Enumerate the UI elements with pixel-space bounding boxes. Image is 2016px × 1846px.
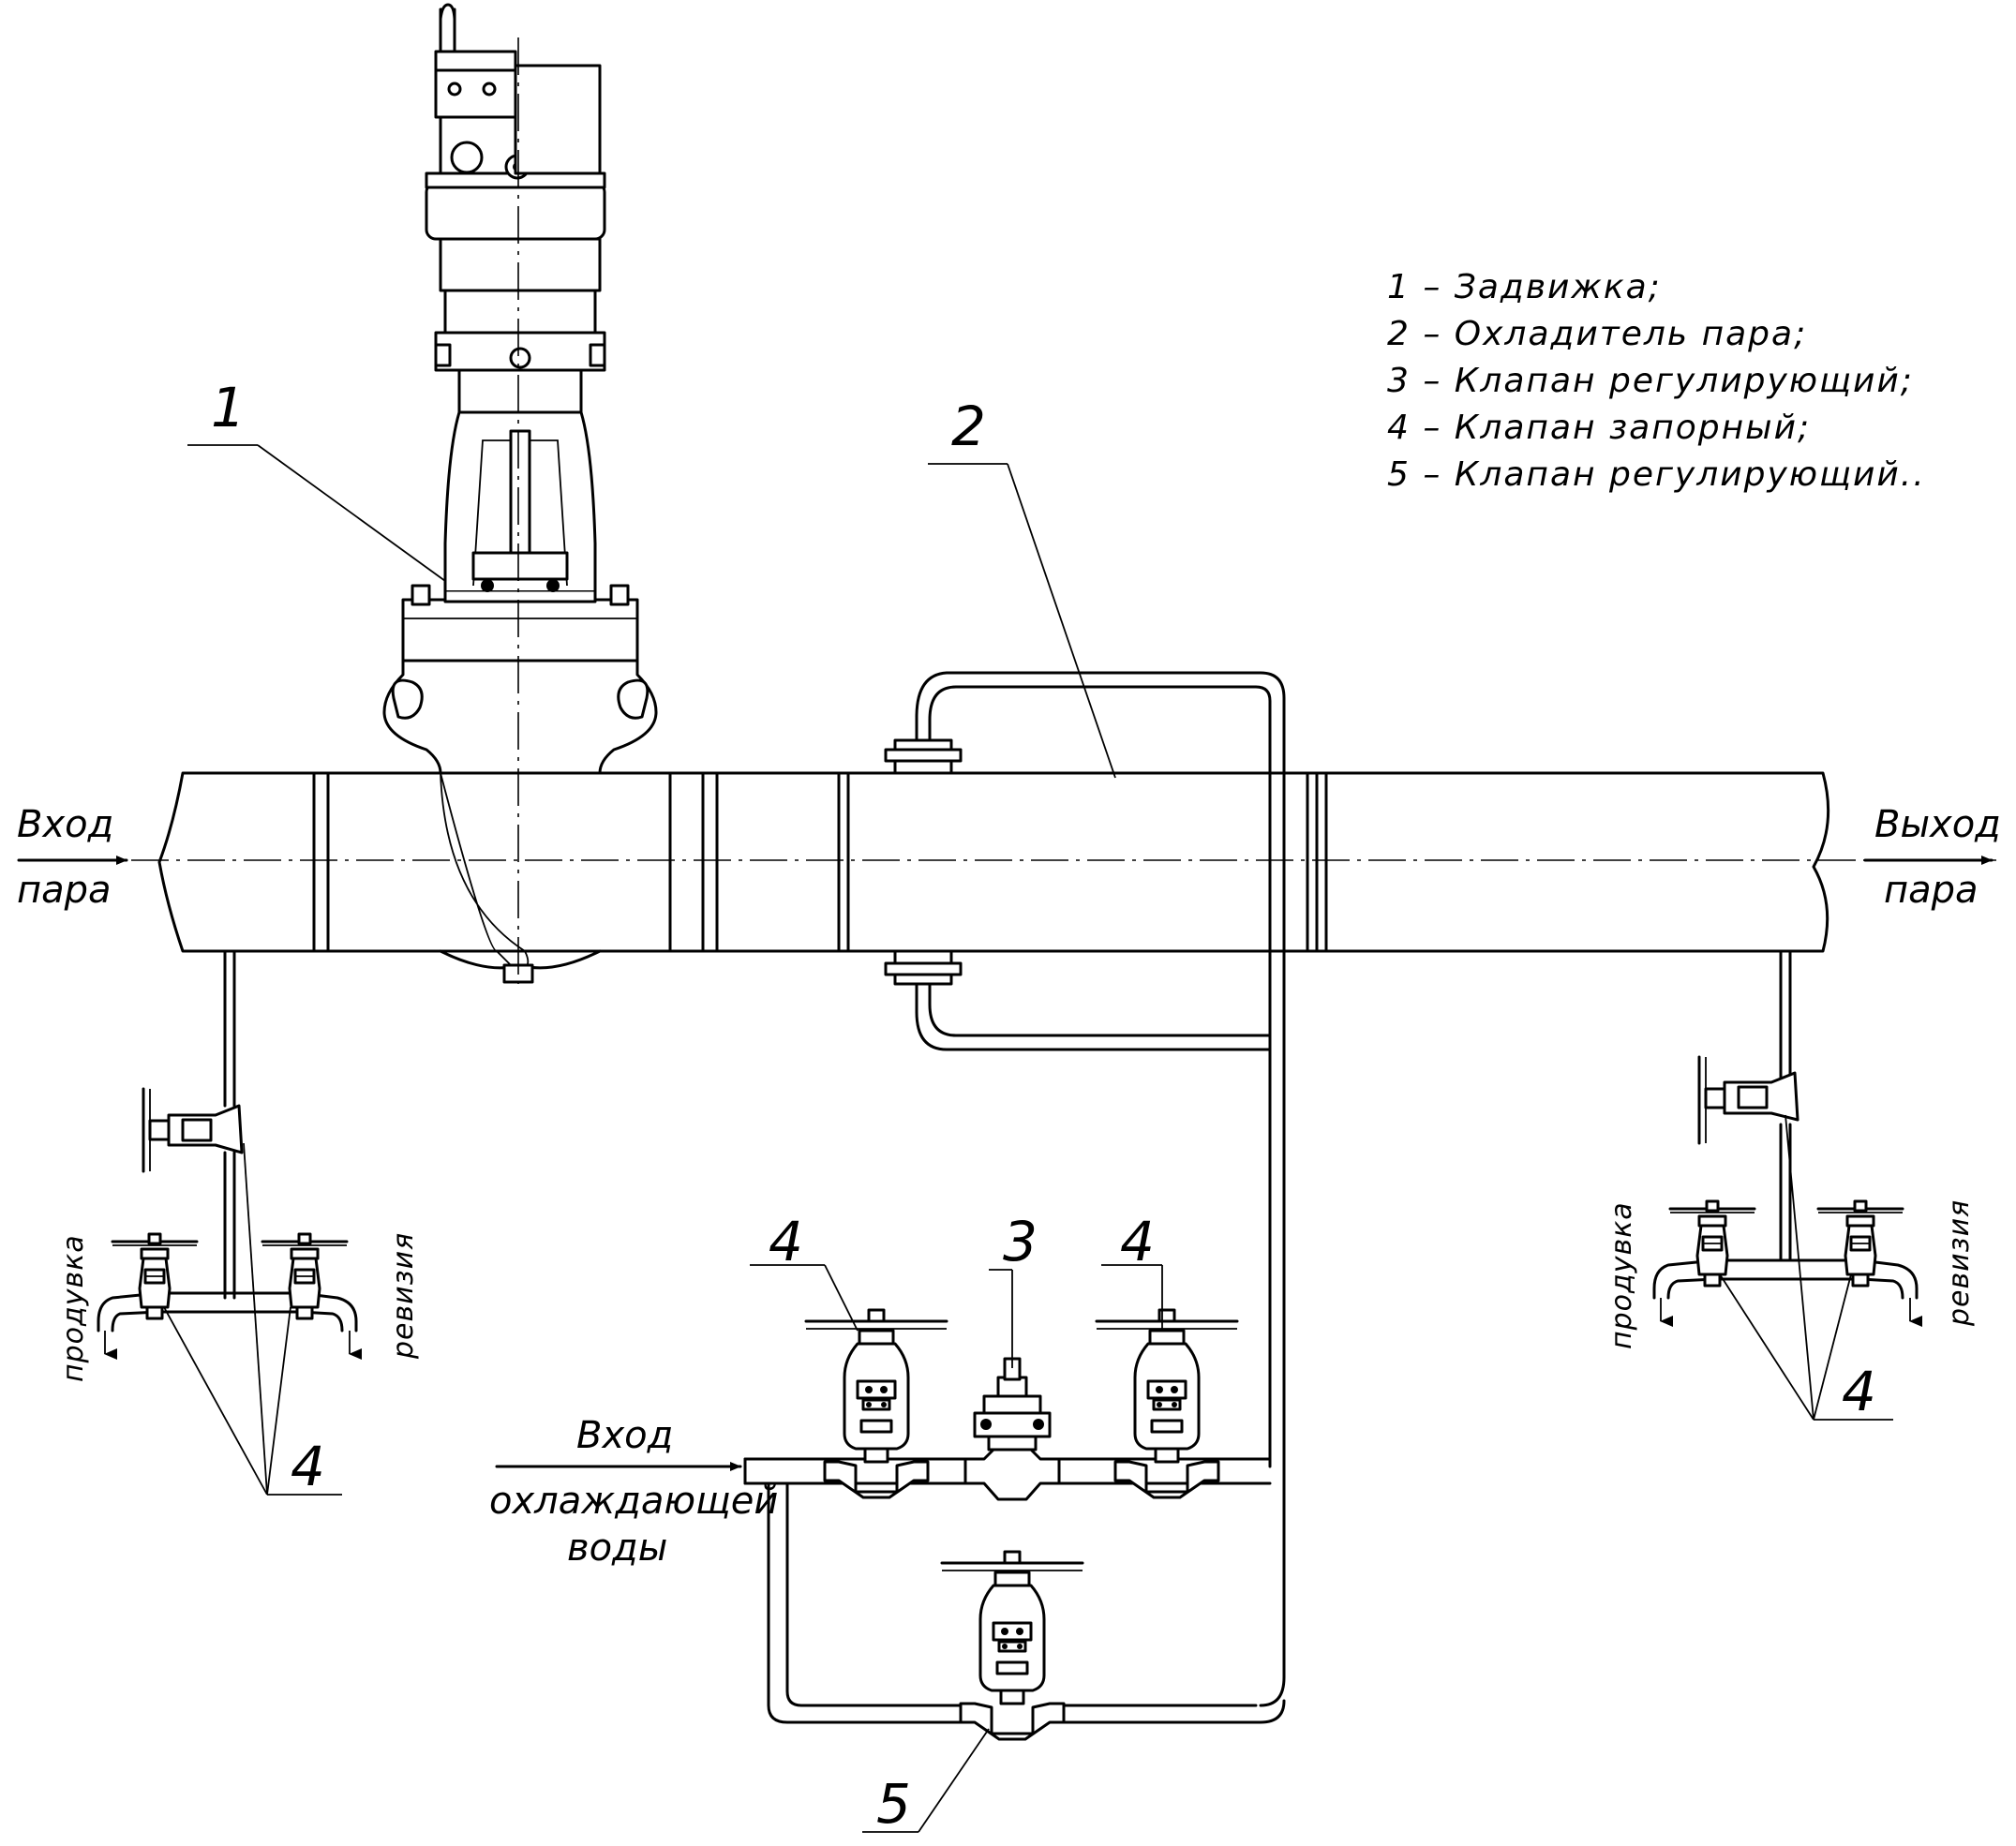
callout-4-right: 4 xyxy=(1120,1210,1155,1273)
control-valve-5 xyxy=(940,1550,1084,1741)
callout-3: 3 xyxy=(1003,1210,1038,1273)
callout-1: 1 xyxy=(211,376,246,439)
shutoff-valve-left xyxy=(804,1308,948,1499)
gate-valve-1 xyxy=(382,3,658,984)
control-valve-3 xyxy=(963,1357,1061,1501)
injection-lines xyxy=(884,671,1286,1707)
right-drain-branch xyxy=(1652,949,1922,1327)
callout-4-lower-left: 4 xyxy=(291,1435,325,1498)
legend: 1 – Задвижка; 2 – Охладитель пара; 3 – К… xyxy=(1387,268,1926,494)
inlet-water-label-2: охлаждающей xyxy=(489,1480,778,1523)
revision-label-left: ревизия xyxy=(387,1232,420,1360)
outlet-steam-label-2: пара xyxy=(1884,869,1979,912)
inlet-water-label-1: Вход xyxy=(576,1414,673,1457)
legend-item-1: 1 – Задвижка; xyxy=(1387,268,1662,306)
inlet-steam-label-2: пара xyxy=(17,869,112,912)
callout-2: 2 xyxy=(951,395,986,458)
revision-label-right: ревизия xyxy=(1943,1199,1976,1327)
legend-item-3: 3 – Клапан регулирующий; xyxy=(1387,362,1914,400)
inlet-steam-label-1: Вход xyxy=(17,803,113,846)
leader-lines xyxy=(163,444,1893,1833)
shutoff-valve-right xyxy=(1095,1308,1239,1499)
inlet-water-label-3: воды xyxy=(567,1526,667,1570)
cooling-water-manifold xyxy=(495,1308,1286,1741)
outlet-steam-label-1: Выход xyxy=(1874,803,2001,846)
main-steam-pipe xyxy=(19,771,1996,953)
legend-item-5: 5 – Клапан регулирующий.. xyxy=(1387,455,1926,494)
callout-5: 5 xyxy=(876,1772,911,1836)
legend-item-4: 4 – Клапан запорный; xyxy=(1387,409,1811,447)
callout-4-lower-right: 4 xyxy=(1842,1360,1876,1423)
left-drain-branch xyxy=(97,949,362,1360)
blowdown-label-left: продувка xyxy=(57,1234,90,1382)
callout-4-left: 4 xyxy=(769,1210,803,1273)
legend-item-2: 2 – Охладитель пара; xyxy=(1387,315,1807,353)
blowdown-label-right: продувка xyxy=(1605,1201,1638,1349)
